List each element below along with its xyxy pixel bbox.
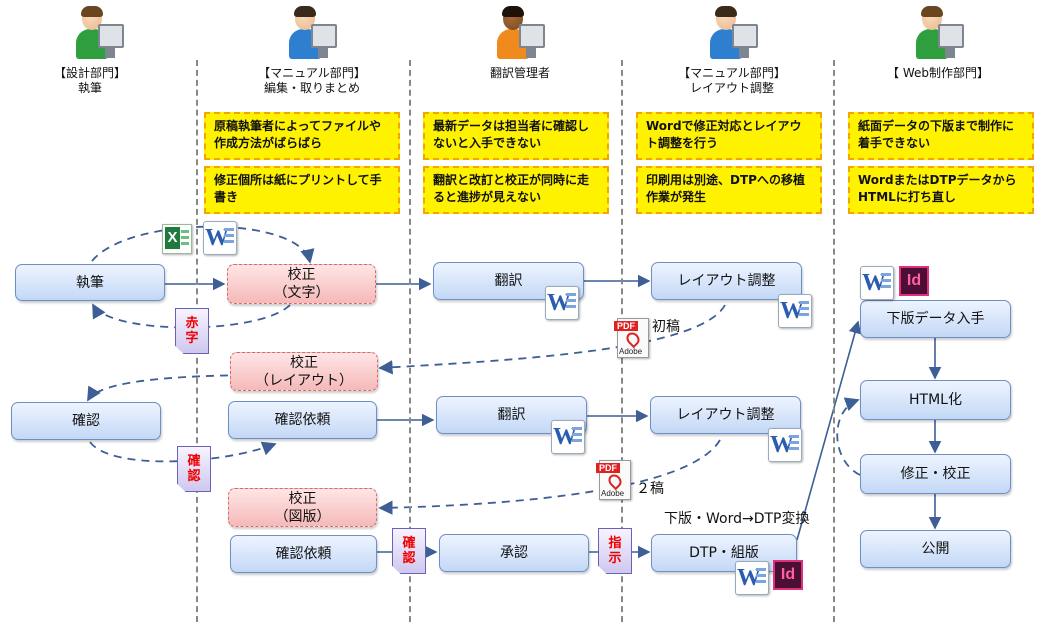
step-kousei-layout: 校正 （レイアウト）: [230, 352, 378, 391]
kakunin-stamp: 確 認: [177, 446, 211, 492]
person-icon: [916, 6, 964, 60]
step-kousei-moji: 校正 （文字）: [227, 264, 376, 304]
lane-divider: [833, 60, 835, 622]
first-draft-label: 初稿: [652, 319, 680, 335]
lane-title-manual-layout: 【マニュアル部門】 レイアウト調整: [678, 66, 786, 95]
conversion-label: 下版・Word→DTP変換: [664, 511, 810, 527]
akaji-stamp: 赤 字: [175, 308, 209, 354]
person-icon: [76, 6, 124, 60]
step-kakunin-irai-2: 確認依頼: [230, 535, 377, 573]
word-icon: W: [551, 420, 585, 454]
step-honyaku-2: 翻訳: [436, 396, 587, 434]
second-draft-label: ２稿: [636, 481, 664, 497]
word-icon: W: [860, 266, 894, 300]
step-html: HTML化: [860, 380, 1011, 420]
step-kakunin-irai-1: 確認依頼: [228, 401, 377, 439]
person-icon: [289, 6, 337, 60]
issue-note: 紙面データの下版まで制作に着手できない: [848, 112, 1034, 160]
step-layout-2: レイアウト調整: [650, 396, 801, 434]
issue-note: 最新データは担当者に確認しないと入手できない: [423, 112, 609, 160]
step-shounin: 承認: [439, 534, 589, 572]
step-layout-1: レイアウト調整: [651, 262, 802, 300]
word-icon: W: [735, 561, 769, 595]
step-shusei: 修正・校正: [860, 454, 1011, 494]
issue-note: 印刷用は別途、DTPへの移植作業が発生: [636, 166, 822, 214]
word-icon: W: [203, 221, 237, 255]
issue-note: 修正個所は紙にプリントして手書き: [204, 166, 400, 214]
step-dtp: DTP・組版: [651, 534, 797, 572]
step-kousei-zuhan: 校正 （図版）: [228, 488, 377, 527]
word-icon: W: [778, 294, 812, 328]
indesign-icon: Id: [773, 560, 803, 590]
step-kakunin: 確認: [11, 402, 161, 440]
excel-icon: X: [162, 224, 192, 254]
issue-note: Wordで修正対応とレイアウト調整を行う: [636, 112, 822, 160]
word-icon: W: [768, 428, 802, 462]
lane-title-manual-edit: 【マニュアル部門】 編集・取りまとめ: [258, 66, 366, 95]
issue-note: 翻訳と改訂と校正が同時に走ると進捗が見えない: [423, 166, 609, 214]
kakunin-stamp: 確 認: [392, 528, 426, 574]
lane-title-web: 【 Web制作部門】: [887, 66, 989, 80]
lane-divider: [409, 60, 411, 622]
lane-title-translation: 翻訳管理者: [489, 66, 550, 80]
word-icon: W: [545, 286, 579, 320]
step-shippitsu: 執筆: [15, 264, 165, 301]
person-icon: [710, 6, 758, 60]
step-gehan-data: 下版データ入手: [860, 300, 1011, 338]
shiji-stamp: 指 示: [598, 528, 632, 574]
indesign-icon: Id: [899, 266, 929, 296]
issue-note: WordまたはDTPデータからHTMLに打ち直し: [848, 166, 1034, 214]
person-icon: [497, 6, 545, 60]
issue-note: 原稿執筆者によってファイルや作成方法がばらばら: [204, 112, 400, 160]
step-koukai: 公開: [860, 530, 1011, 568]
lane-title-design: 【設計部門】 執筆: [53, 66, 126, 95]
